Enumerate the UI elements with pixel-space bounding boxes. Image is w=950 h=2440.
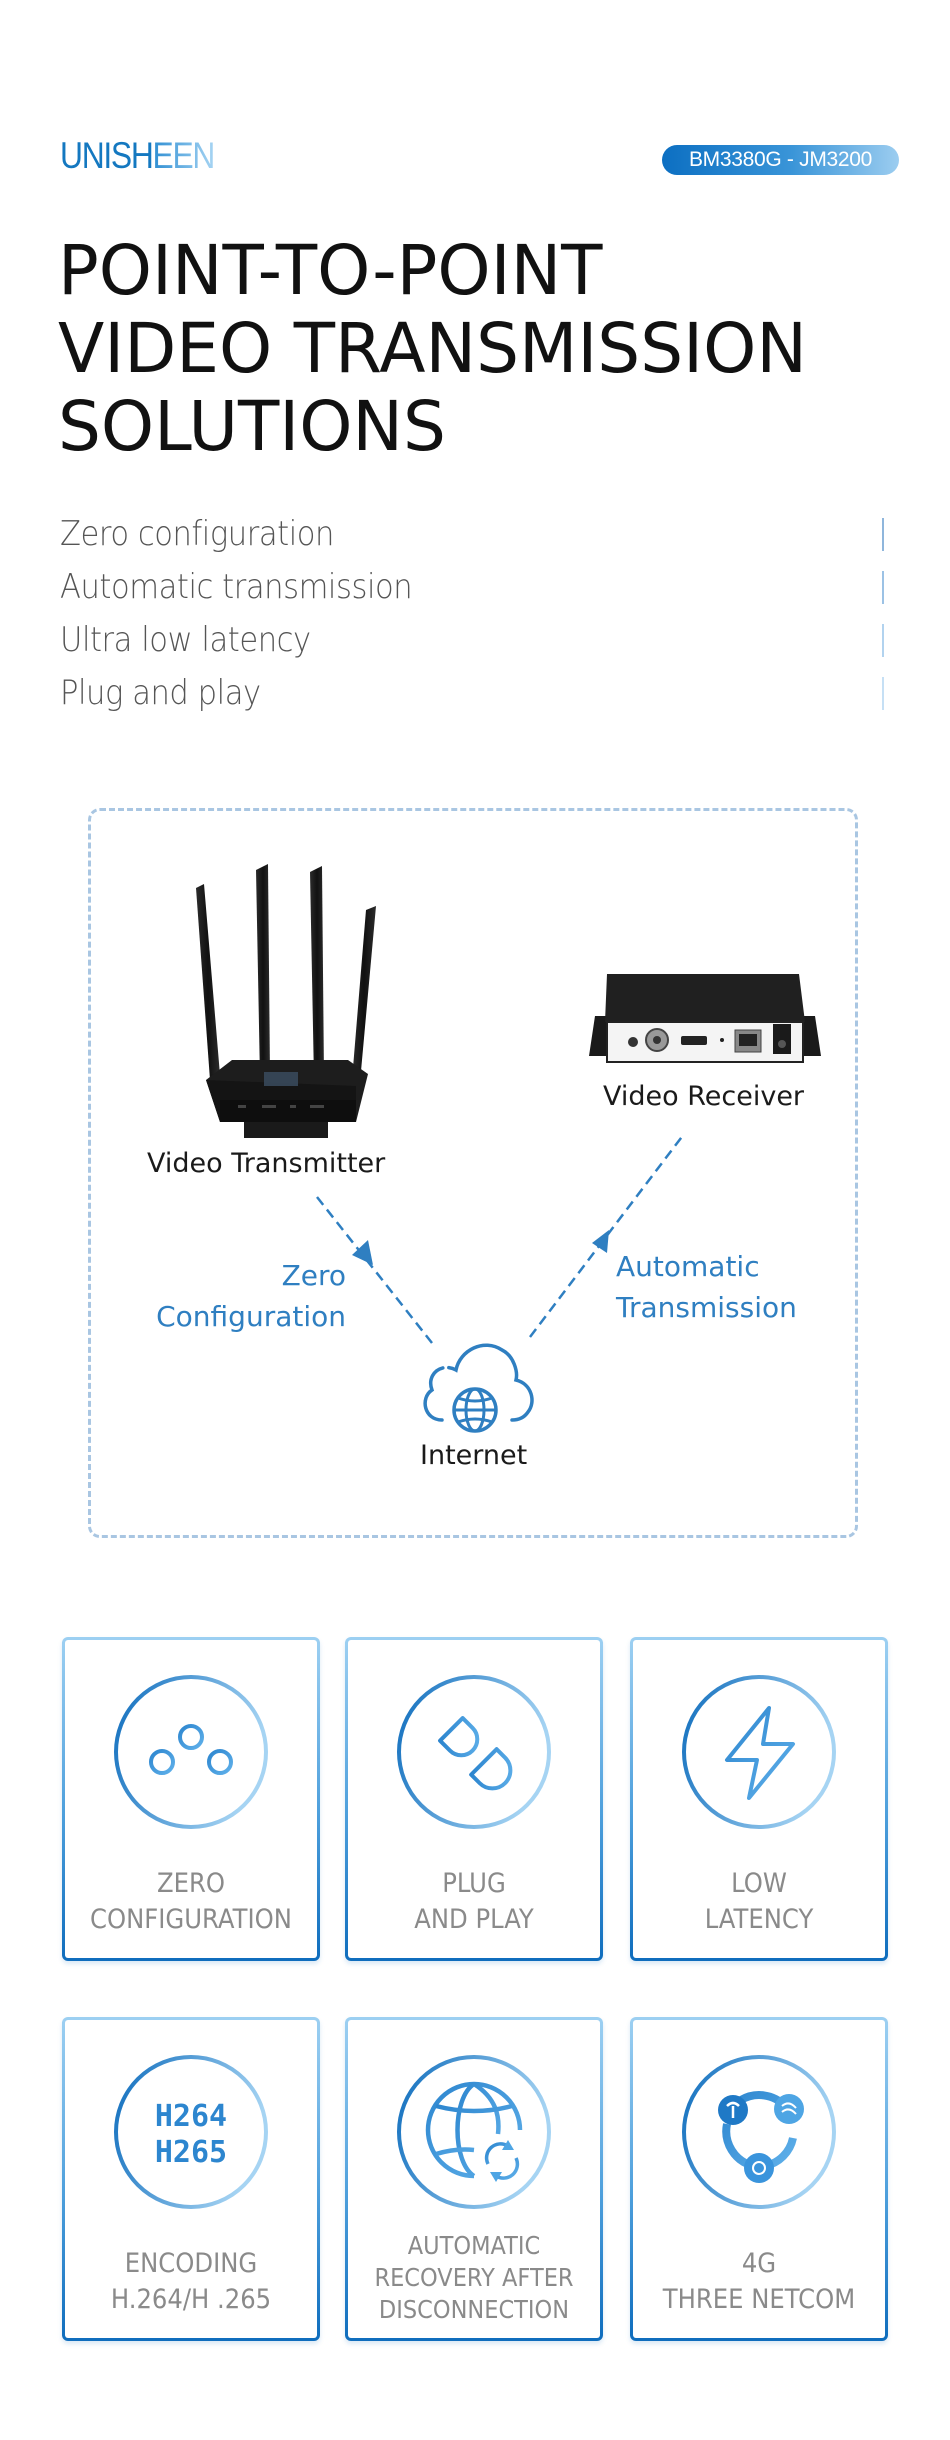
feature-label: Ultra low latency xyxy=(60,620,311,660)
internet-label: Internet xyxy=(420,1440,528,1471)
card-caption: 4G THREE NETCOM xyxy=(633,2246,885,2318)
transmitter-label: Video Transmitter xyxy=(147,1148,386,1179)
sliders-icon xyxy=(114,1675,268,1829)
feature-item: Plug and play xyxy=(60,667,890,720)
receiver-label: Video Receiver xyxy=(603,1081,805,1112)
feature-divider xyxy=(882,677,884,710)
arrow-head-up-icon xyxy=(592,1230,609,1253)
brand-logo: UNISHEEN xyxy=(60,135,216,176)
caption-line: ZERO xyxy=(156,1868,226,1899)
caption-line: H.264/H .265 xyxy=(110,2284,272,2315)
logo-primary-text: UNISH xyxy=(60,135,154,176)
feature-item: Ultra low latency xyxy=(60,614,890,667)
codec-icon: H264 H265 xyxy=(114,2055,268,2209)
video-receiver-device xyxy=(589,974,821,1063)
feature-label: Automatic transmission xyxy=(60,567,413,607)
caption-line: AUTOMATIC xyxy=(407,2231,541,2260)
plug-icon xyxy=(397,1675,551,1829)
feature-card-encoding: H264 H265 ENCODING H.264/H .265 xyxy=(62,2017,320,2341)
title-line: VIDEO TRANSMISSION xyxy=(58,309,807,389)
feature-list: Zero configuration Automatic transmissio… xyxy=(60,508,890,720)
codec-h265-text: H265 xyxy=(155,2135,227,2170)
flow-arrows xyxy=(316,1133,685,1344)
caption-line: Transmission xyxy=(616,1291,797,1324)
feature-label: Plug and play xyxy=(60,673,261,713)
caption-line: LOW xyxy=(731,1868,787,1899)
feature-card-low-latency: LOW LATENCY xyxy=(630,1637,888,1961)
cloud-internet-icon xyxy=(423,1343,534,1433)
caption-line: ENCODING xyxy=(124,2248,258,2279)
feature-divider xyxy=(882,624,884,657)
caption-line: LATENCY xyxy=(704,1904,814,1935)
feature-card-three-netcom: 4G THREE NETCOM xyxy=(630,2017,888,2341)
caption-line: AND PLAY xyxy=(414,1904,534,1935)
caption-line: Automatic xyxy=(616,1250,760,1283)
card-caption: ENCODING H.264/H .265 xyxy=(65,2246,317,2318)
caption-line: Configuration xyxy=(156,1300,346,1333)
model-badge: BM3380G - JM3200 xyxy=(662,145,899,175)
card-caption: ZERO CONFIGURATION xyxy=(65,1866,317,1938)
feature-card-zero-configuration: ZERO CONFIGURATION xyxy=(62,1637,320,1961)
card-caption: PLUG AND PLAY xyxy=(348,1866,600,1938)
caption-line: PLUG xyxy=(442,1868,506,1899)
feature-card-auto-recovery: AUTOMATIC RECOVERY AFTER DISCONNECTION xyxy=(345,2017,603,2341)
caption-line: DISCONNECTION xyxy=(378,2295,570,2324)
caption-line: Zero xyxy=(281,1259,346,1292)
feature-divider xyxy=(882,518,884,551)
logo-secondary-text: EEN xyxy=(152,135,216,176)
feature-label: Zero configuration xyxy=(60,514,334,554)
feature-item: Automatic transmission xyxy=(60,561,890,614)
caption-line: RECOVERY AFTER xyxy=(374,2263,574,2292)
feature-item: Zero configuration xyxy=(60,508,890,561)
topology-diagram xyxy=(88,808,858,1538)
title-line: POINT-TO-POINT xyxy=(58,231,603,311)
video-transmitter-device xyxy=(196,864,376,1138)
arrow-head-down-icon xyxy=(352,1240,373,1265)
automatic-transmission-caption: Automatic Transmission xyxy=(616,1246,797,1328)
feature-divider xyxy=(882,571,884,604)
caption-line: THREE NETCOM xyxy=(662,2284,856,2315)
auto-transmission-arrow-line xyxy=(529,1133,685,1338)
codec-h264-text: H264 xyxy=(155,2099,227,2134)
caption-line: CONFIGURATION xyxy=(90,1904,292,1935)
zero-configuration-caption: Zero Configuration xyxy=(146,1255,346,1337)
feature-card-plug-and-play: PLUG AND PLAY xyxy=(345,1637,603,1961)
title-line: SOLUTIONS xyxy=(58,387,446,467)
globe-refresh-icon xyxy=(397,2055,551,2209)
lightning-icon xyxy=(682,1675,836,1829)
card-caption: AUTOMATIC RECOVERY AFTER DISCONNECTION xyxy=(348,2230,600,2326)
carrier-unicom-icon xyxy=(744,2153,774,2183)
card-caption: LOW LATENCY xyxy=(633,1866,885,1938)
page-title: POINT-TO-POINT VIDEO TRANSMISSION SOLUTI… xyxy=(58,232,938,466)
caption-line: 4G xyxy=(741,2248,777,2279)
carriers-icon xyxy=(682,2055,836,2209)
